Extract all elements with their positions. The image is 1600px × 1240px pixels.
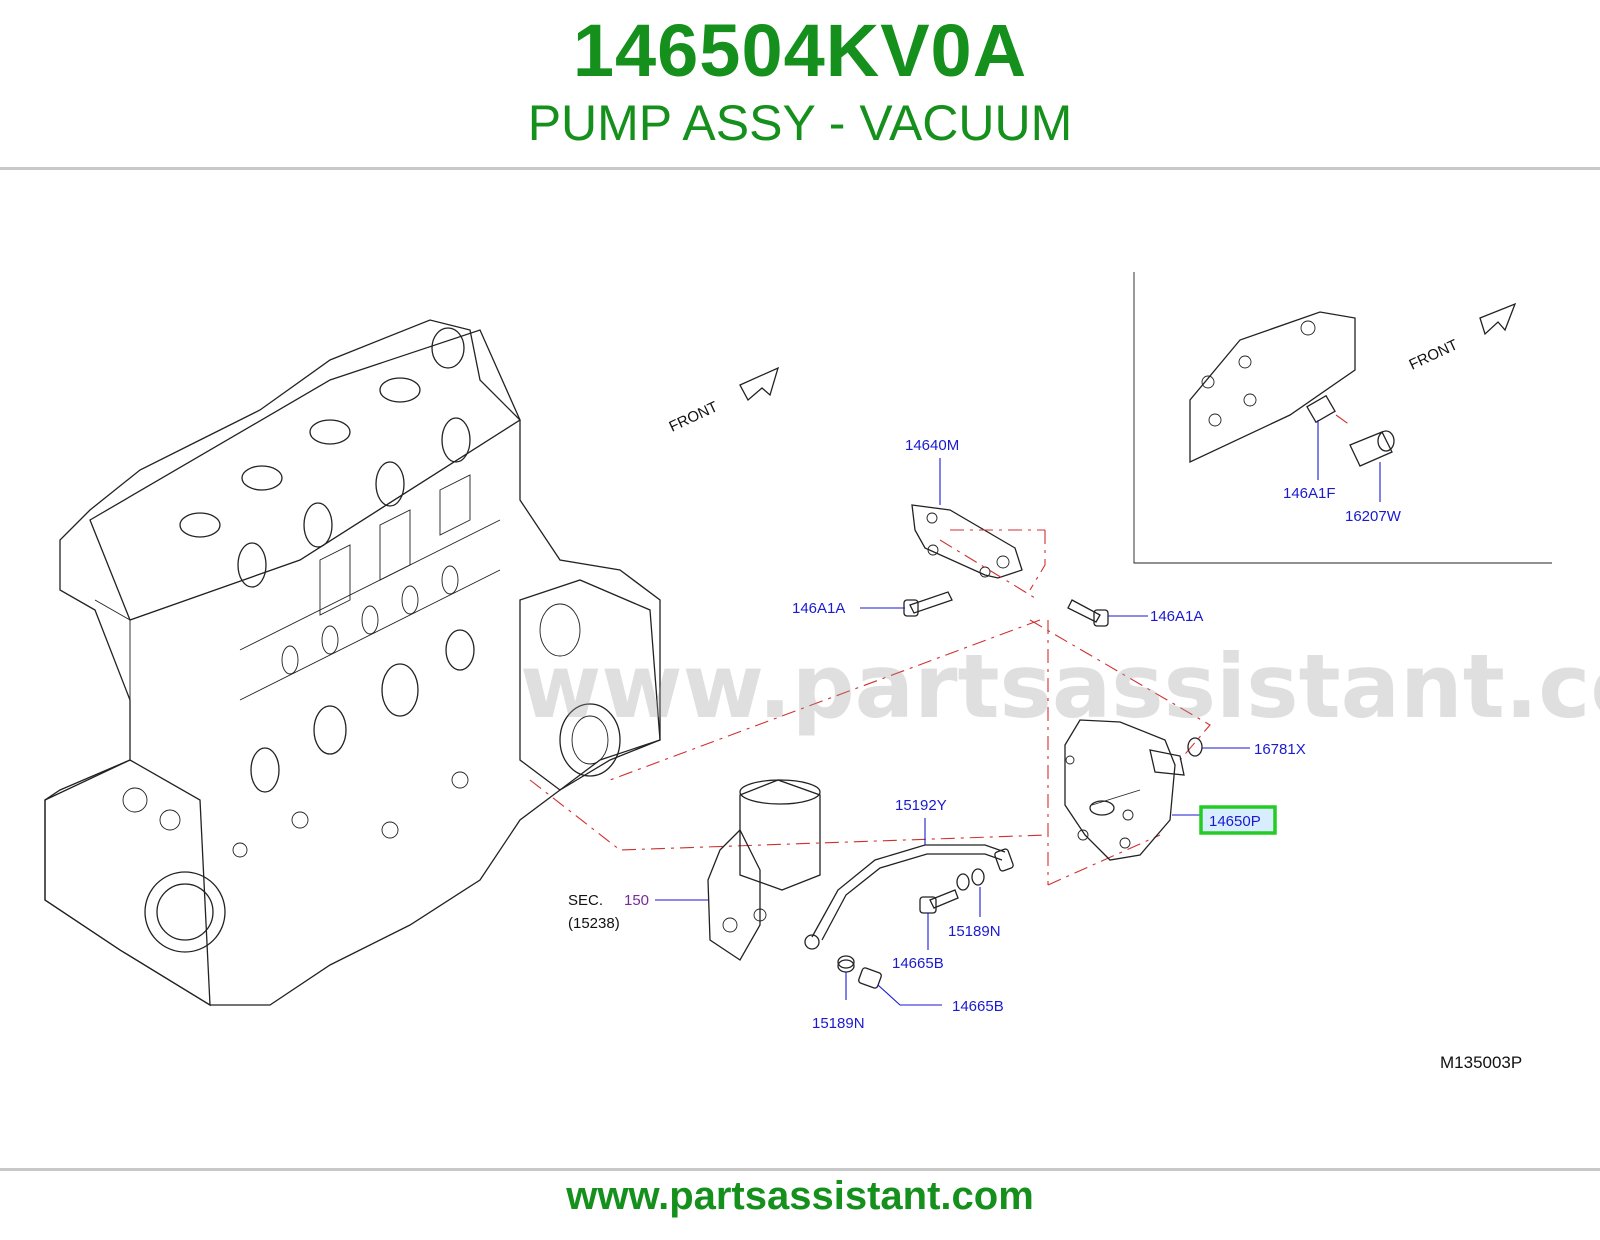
inset-front-arrow-icon [1479, 302, 1517, 336]
callout-146A1A-right[interactable]: 146A1A [1150, 608, 1203, 625]
header: 146504KV0A PUMP ASSY - VACUUM [0, 0, 1600, 168]
selected-part-highlight [1199, 805, 1277, 835]
callout-14665B-lower[interactable]: 14665B [952, 998, 1004, 1015]
callout-14665B-upper[interactable]: 14665B [892, 955, 944, 972]
bolt-146A1A-right-drawing [1067, 599, 1109, 627]
callout-15189N-upper[interactable]: 15189N [948, 923, 1001, 940]
vacuum-tube-15192Y-drawing [804, 844, 1014, 950]
callout-15192Y[interactable]: 15192Y [895, 797, 947, 814]
part-number: 146504KV0A [572, 9, 1028, 92]
callout-14640M[interactable]: 14640M [905, 437, 959, 454]
assembly-dash-lines [529, 529, 1211, 886]
footer-url[interactable]: www.partsassistant.com [566, 1174, 1034, 1218]
callout-15189N-lower[interactable]: 15189N [812, 1015, 865, 1032]
inset-drawing [1189, 311, 1395, 467]
bottom-divider [0, 1168, 1600, 1171]
front-label: FRONT [667, 398, 721, 435]
inset-frame [1133, 272, 1552, 564]
sec-sub-label: (15238) [568, 915, 620, 932]
callout-sec-150[interactable]: 150 [624, 892, 649, 909]
sec-label: SEC. [568, 892, 603, 909]
bracket-14640M-drawing [911, 504, 1023, 579]
front-arrow-icon [739, 366, 780, 402]
callout-leader-lines [655, 420, 1381, 1006]
vacuum-pump-drawing [1064, 719, 1185, 861]
top-divider [0, 167, 1600, 170]
part-name: PUMP ASSY - VACUUM [527, 95, 1073, 151]
washer-15189N-upper-drawing [956, 868, 985, 891]
callout-146A1F[interactable]: 146A1F [1283, 485, 1336, 502]
callout-16207W[interactable]: 16207W [1345, 508, 1402, 525]
watermark: www.partsassistant.com [520, 635, 1600, 738]
callout-16781X[interactable]: 16781X [1254, 741, 1306, 758]
washer-15189N-lower-drawing [837, 955, 855, 973]
engine-block-drawing [44, 319, 661, 1007]
union-bolt-14665B-lower-drawing [858, 967, 882, 989]
callout-14650P[interactable]: 14650P [1209, 813, 1261, 830]
diagram-code: M135003P [1440, 1053, 1522, 1072]
bolt-146A1A-left-drawing [903, 591, 953, 617]
inset-front-label: FRONT [1407, 336, 1461, 373]
oil-filter-assembly-drawing [707, 779, 821, 961]
o-ring-16781X-drawing [1187, 737, 1203, 757]
union-bolt-14665B-upper-drawing [919, 889, 959, 914]
callout-146A1A-left[interactable]: 146A1A [792, 600, 845, 617]
